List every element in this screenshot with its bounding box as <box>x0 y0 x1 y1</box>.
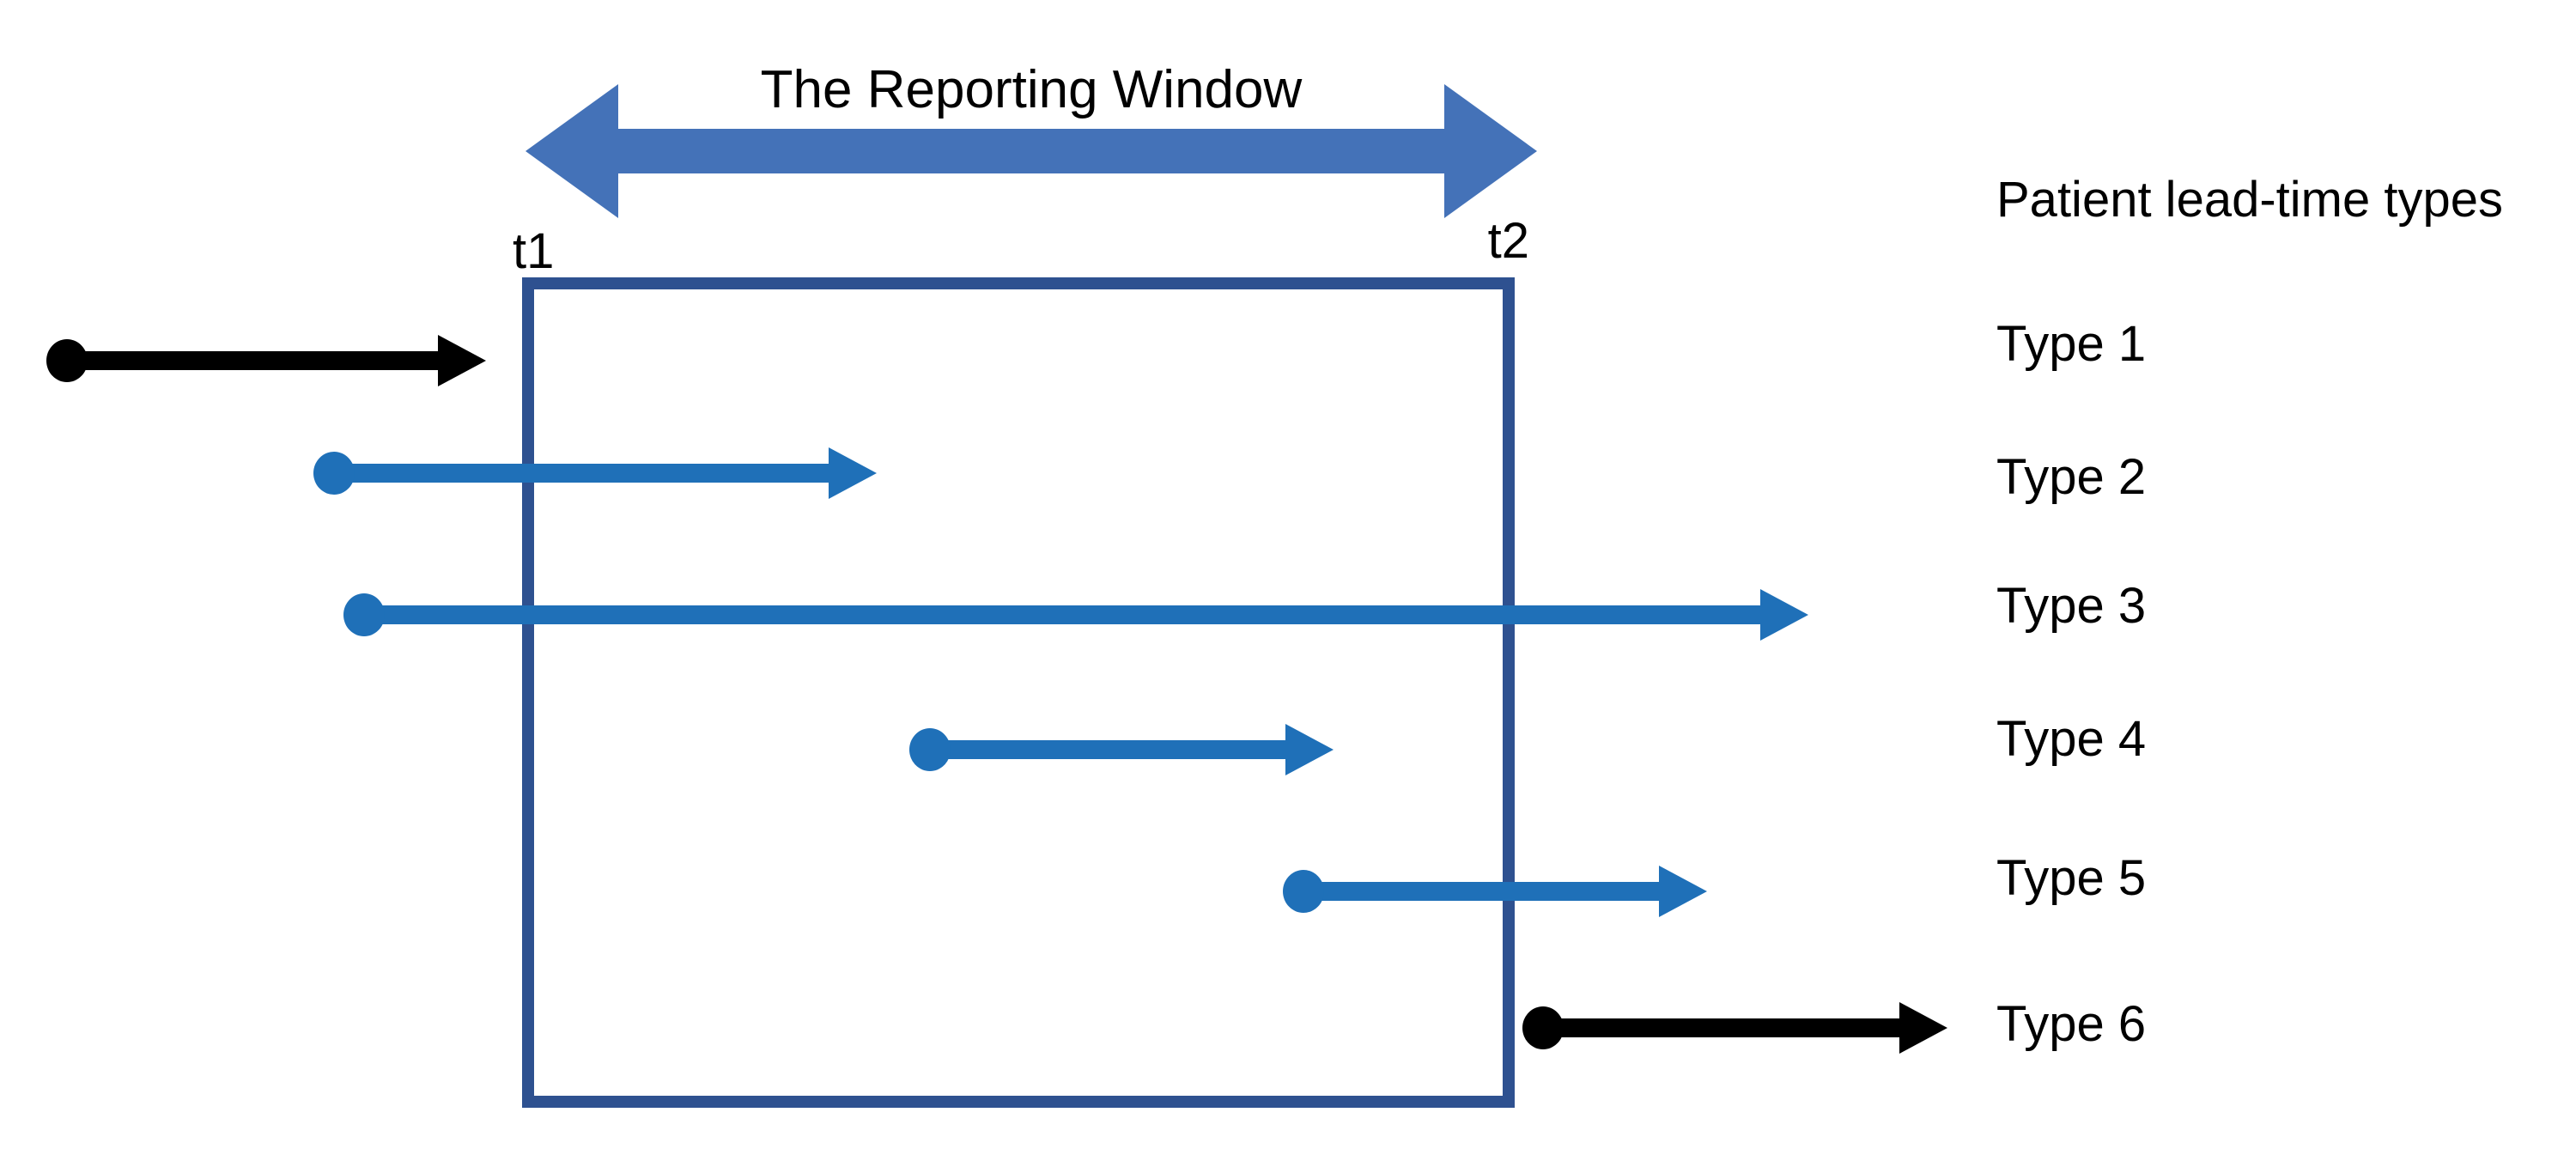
legend-item-type-6: Type 6 <box>1996 996 2146 1052</box>
legend-item-type-5: Type 5 <box>1996 850 2146 906</box>
legend-item-type-4: Type 4 <box>1996 711 2146 767</box>
arrow-shaft <box>1543 1018 1899 1037</box>
arrowhead-icon <box>438 335 486 386</box>
start-dot-icon <box>1522 1006 1564 1049</box>
legend-item-type-1: Type 1 <box>1996 316 2146 372</box>
arrow-shaft <box>1303 882 1659 901</box>
t2-label: t2 <box>1488 213 1529 269</box>
arrowhead-icon <box>829 447 877 499</box>
lead-time-arrow-3 <box>343 589 1808 641</box>
arrowhead-icon <box>1760 589 1808 641</box>
lead-time-arrow-1 <box>46 335 486 386</box>
lead-time-arrow-4 <box>909 724 1334 775</box>
lead-time-arrow-2 <box>313 447 877 499</box>
start-dot-icon <box>313 452 355 495</box>
legend-item-group: Type 1 Type 2 Type 3 Type 4 Type 5 Type 6 <box>1996 316 2146 1052</box>
legend-item-type-2: Type 2 <box>1996 449 2146 505</box>
arrowhead-icon <box>1285 724 1334 775</box>
span-arrow-shape <box>526 84 1537 218</box>
lead-time-arrow-group <box>46 335 1947 1054</box>
reporting-window-box <box>522 277 1515 1108</box>
arrowhead-icon <box>1899 1002 1947 1054</box>
start-dot-icon <box>909 728 951 771</box>
reporting-window-span-arrow <box>526 84 1537 218</box>
lead-time-arrow-6 <box>1522 1002 1947 1054</box>
arrow-shaft <box>67 351 438 370</box>
t1-label: t1 <box>513 223 554 279</box>
arrow-shaft <box>364 605 1760 624</box>
start-dot-icon <box>343 593 385 636</box>
legend-heading: Patient lead-time types <box>1996 172 2503 228</box>
reporting-window-title: The Reporting Window <box>761 60 1303 119</box>
arrow-shaft <box>334 464 829 483</box>
lead-time-arrow-5 <box>1283 866 1707 917</box>
legend-item-type-3: Type 3 <box>1996 578 2146 634</box>
arrow-shaft <box>930 740 1285 759</box>
start-dot-icon <box>46 339 88 382</box>
arrowhead-icon <box>1659 866 1707 917</box>
start-dot-icon <box>1283 870 1324 913</box>
